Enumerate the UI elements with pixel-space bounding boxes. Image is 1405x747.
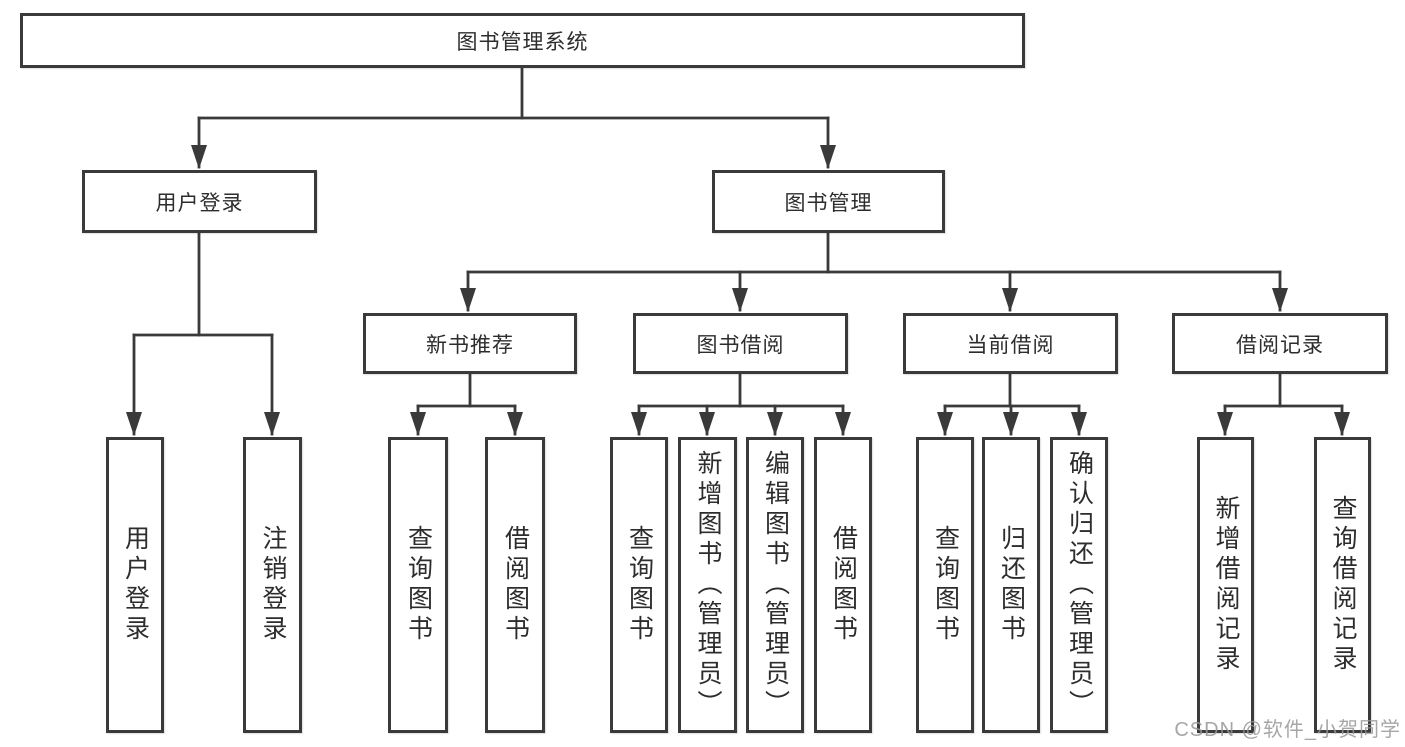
- leaf-borrow-edit-admin: 编辑图书（管理员）: [746, 437, 804, 733]
- node-user-login-label: 用户登录: [155, 191, 244, 215]
- node-new-book-recommend: 新书推荐: [363, 313, 577, 374]
- node-book-management-label: 图书管理: [784, 191, 873, 215]
- leaf-borrow-add-admin: 新增图书（管理员）: [678, 437, 737, 733]
- node-root: 图书管理系统: [20, 13, 1025, 68]
- leaf-current-confirm-admin: 确认归还（管理员）: [1050, 437, 1108, 733]
- leaf-records-query: 查询借阅记录: [1314, 437, 1371, 733]
- node-current-borrow: 当前借阅: [903, 313, 1118, 374]
- leaf-records-query-label: 查询借阅记录: [1329, 495, 1357, 675]
- node-borrow-records-label: 借阅记录: [1236, 333, 1324, 357]
- node-current-borrow-label: 当前借阅: [966, 333, 1055, 357]
- node-new-book-recommend-label: 新书推荐: [426, 333, 514, 357]
- leaf-user-login: 用户登录: [106, 437, 164, 733]
- leaf-borrow-query: 查询图书: [610, 437, 668, 733]
- leaf-logout: 注销登录: [243, 437, 302, 733]
- leaf-newbook-borrow: 借阅图书: [485, 437, 545, 733]
- leaf-user-login-label: 用户登录: [121, 525, 150, 645]
- node-user-login: 用户登录: [82, 170, 317, 233]
- leaf-current-confirm-admin-label: 确认归还（管理员）: [1065, 450, 1094, 720]
- leaf-borrow-edit-admin-label: 编辑图书（管理员）: [761, 450, 790, 720]
- csdn-watermark: CSDN @软件_小贺同学: [1174, 719, 1401, 741]
- leaf-newbook-query: 查询图书: [388, 437, 448, 733]
- leaf-current-return-label: 归还图书: [997, 525, 1026, 645]
- leaf-current-return: 归还图书: [982, 437, 1040, 733]
- node-book-borrow-label: 图书借阅: [696, 333, 785, 357]
- leaf-current-query: 查询图书: [916, 437, 974, 733]
- leaf-newbook-borrow-label: 借阅图书: [501, 525, 530, 645]
- leaf-borrow-add-admin-label: 新增图书（管理员）: [694, 450, 722, 720]
- node-root-label: 图书管理系统: [456, 30, 589, 54]
- node-book-management: 图书管理: [712, 170, 945, 233]
- leaf-current-query-label: 查询图书: [931, 525, 960, 645]
- node-borrow-records: 借阅记录: [1172, 313, 1388, 374]
- node-book-borrow: 图书借阅: [633, 313, 848, 374]
- leaf-borrow-query-label: 查询图书: [625, 525, 654, 645]
- leaf-logout-label: 注销登录: [259, 525, 287, 645]
- leaf-borrow-borrow-label: 借阅图书: [829, 525, 858, 645]
- leaf-records-add-label: 新增借阅记录: [1212, 495, 1240, 675]
- leaf-borrow-borrow: 借阅图书: [814, 437, 872, 733]
- leaf-records-add: 新增借阅记录: [1197, 437, 1254, 733]
- leaf-newbook-query-label: 查询图书: [404, 525, 433, 645]
